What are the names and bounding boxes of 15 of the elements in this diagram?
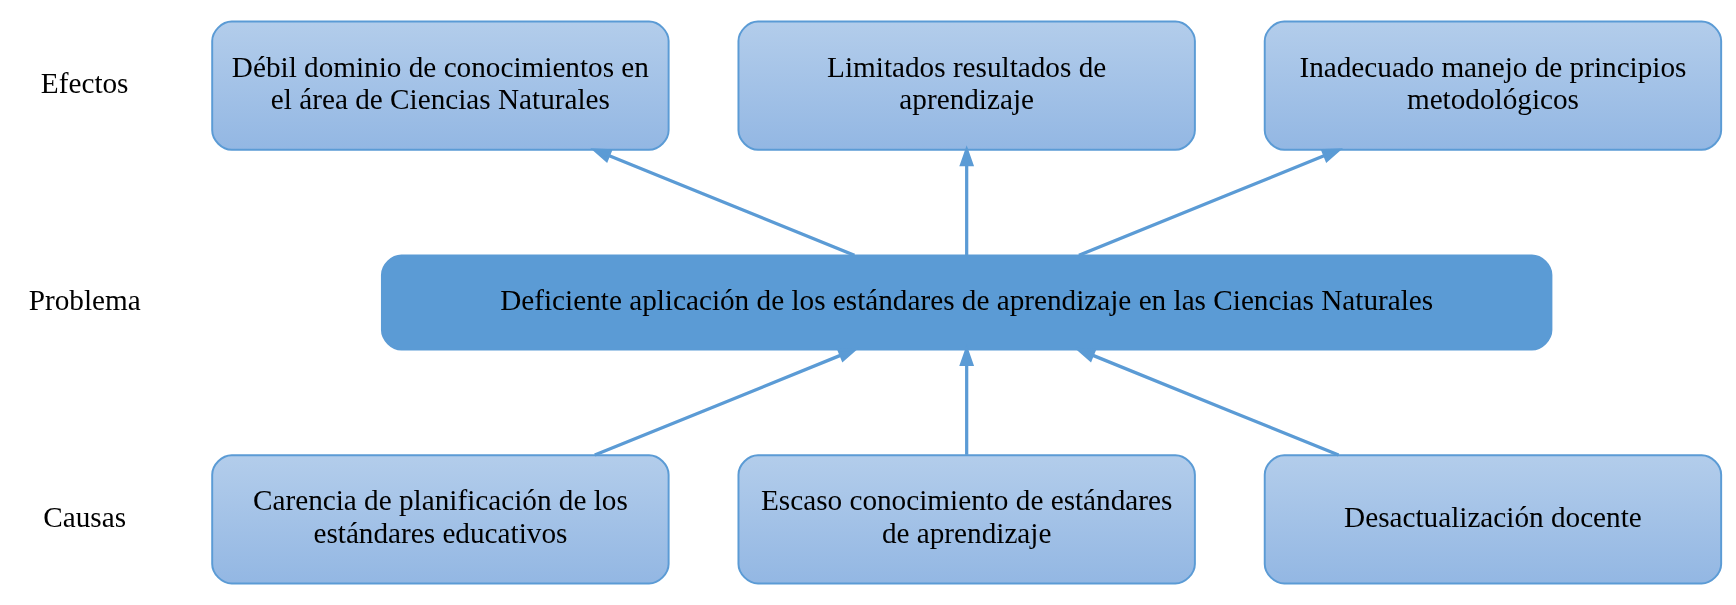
node-box: Carencia de planificación de los estándares educativos [211, 454, 670, 585]
node-box: Débil dominio de conocimientos en el área de Ciencias Naturales [211, 20, 670, 151]
node-box: Inadecuado manejo de principios metodológicos [1263, 20, 1723, 151]
arrow [1074, 347, 1340, 457]
label: Efectos [40, 66, 129, 99]
label: Causas [43, 500, 127, 533]
arrow [959, 145, 975, 256]
arrow [594, 347, 860, 457]
node-box: Limitados resultados de aprendizaje [737, 20, 1196, 151]
label: Problema [28, 283, 141, 316]
arrow [590, 148, 856, 257]
arrow [1078, 148, 1343, 257]
node-box: Escaso conocimiento de estándares de aprendizaje [737, 454, 1196, 585]
node-box: Desactualización docente [1263, 454, 1723, 585]
node-box: Deficiente aplicación de los estándares de aprendizaje en las Ciencias Naturales [380, 254, 1553, 351]
